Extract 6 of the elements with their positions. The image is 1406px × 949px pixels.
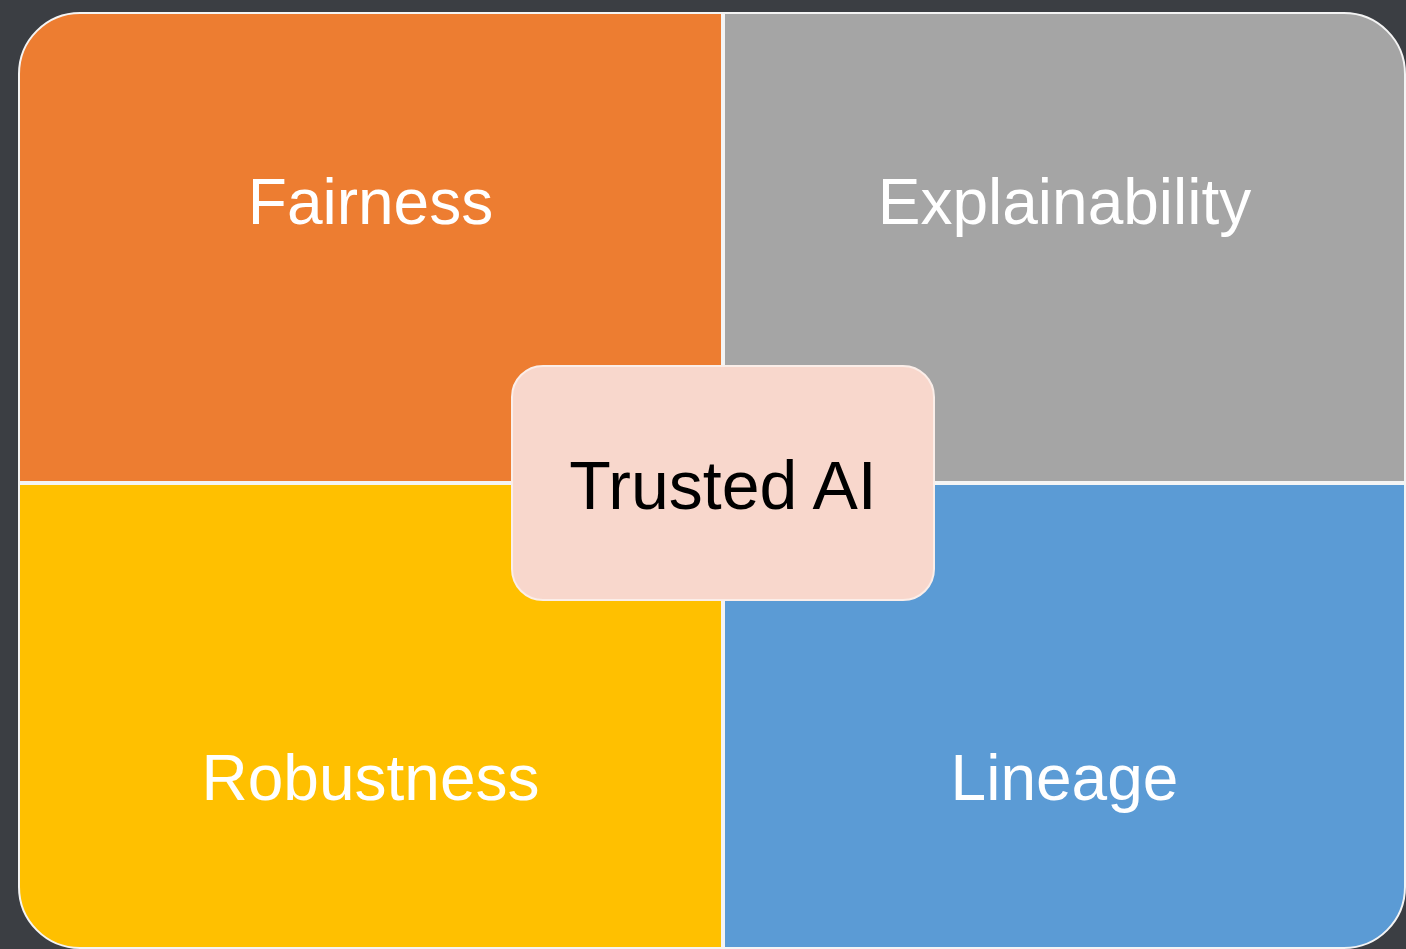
quadrant-label: Fairness — [246, 165, 495, 240]
quadrant-label: Explainability — [876, 165, 1253, 240]
quadrant-label: Lineage — [949, 741, 1180, 816]
center-rounded-box — [511, 365, 935, 601]
quadrant-label: Robustness — [200, 741, 541, 816]
center-label: Trusted AI — [568, 446, 878, 525]
